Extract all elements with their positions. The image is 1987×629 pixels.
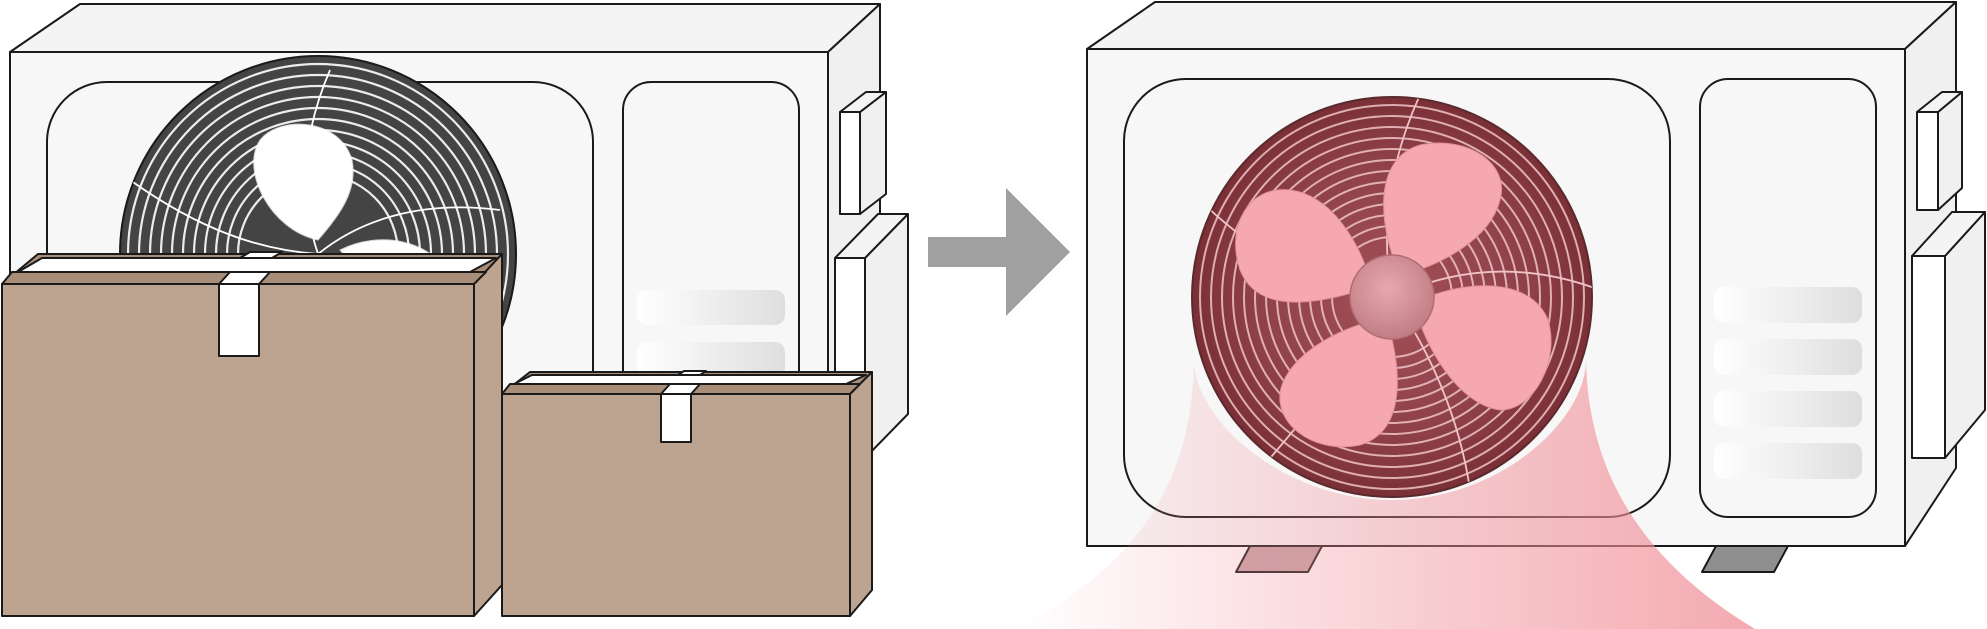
pipe-valve-top xyxy=(839,91,887,113)
vent-slot xyxy=(1714,339,1862,375)
vent-slot xyxy=(637,290,785,325)
vent-slot xyxy=(637,342,785,377)
box-side xyxy=(473,253,503,617)
hot-ac-unit xyxy=(1086,1,1986,573)
pipe-valve-bottom xyxy=(1911,255,1946,459)
tape xyxy=(218,271,271,285)
vent-slot xyxy=(1714,391,1862,427)
tape xyxy=(218,283,260,357)
fan-blade xyxy=(1413,285,1552,411)
tape xyxy=(239,251,283,259)
right-arrow-icon xyxy=(928,188,1070,316)
tape xyxy=(660,393,692,443)
hot-fan-icon xyxy=(1191,96,1593,498)
pipe-valve-top xyxy=(839,111,861,215)
fan-blade xyxy=(1235,189,1373,303)
cardboard-box-small xyxy=(501,370,873,617)
pipe-valve-top xyxy=(859,91,887,215)
fan-blade xyxy=(1279,317,1398,448)
pipe-valve-bottom xyxy=(834,213,909,259)
pipe-valve-bottom xyxy=(1911,211,1986,257)
box-top-flap xyxy=(513,374,867,385)
unit-foot xyxy=(1701,545,1789,573)
unit-top-face xyxy=(1086,1,1957,50)
unit-top-face xyxy=(9,3,881,53)
tape xyxy=(677,370,707,376)
vent-slot xyxy=(1714,443,1862,479)
box-top-flap xyxy=(17,257,497,273)
tape xyxy=(660,383,701,395)
fan-hub xyxy=(1349,254,1435,340)
fan-blade xyxy=(1383,142,1502,277)
pipe-valve-top xyxy=(1916,91,1963,113)
box-side xyxy=(849,371,873,617)
pipe-valve-top xyxy=(1916,111,1939,211)
hot-air-plume xyxy=(1015,360,1755,629)
cardboard-box-large xyxy=(1,251,503,617)
vent-slot xyxy=(1714,287,1862,323)
